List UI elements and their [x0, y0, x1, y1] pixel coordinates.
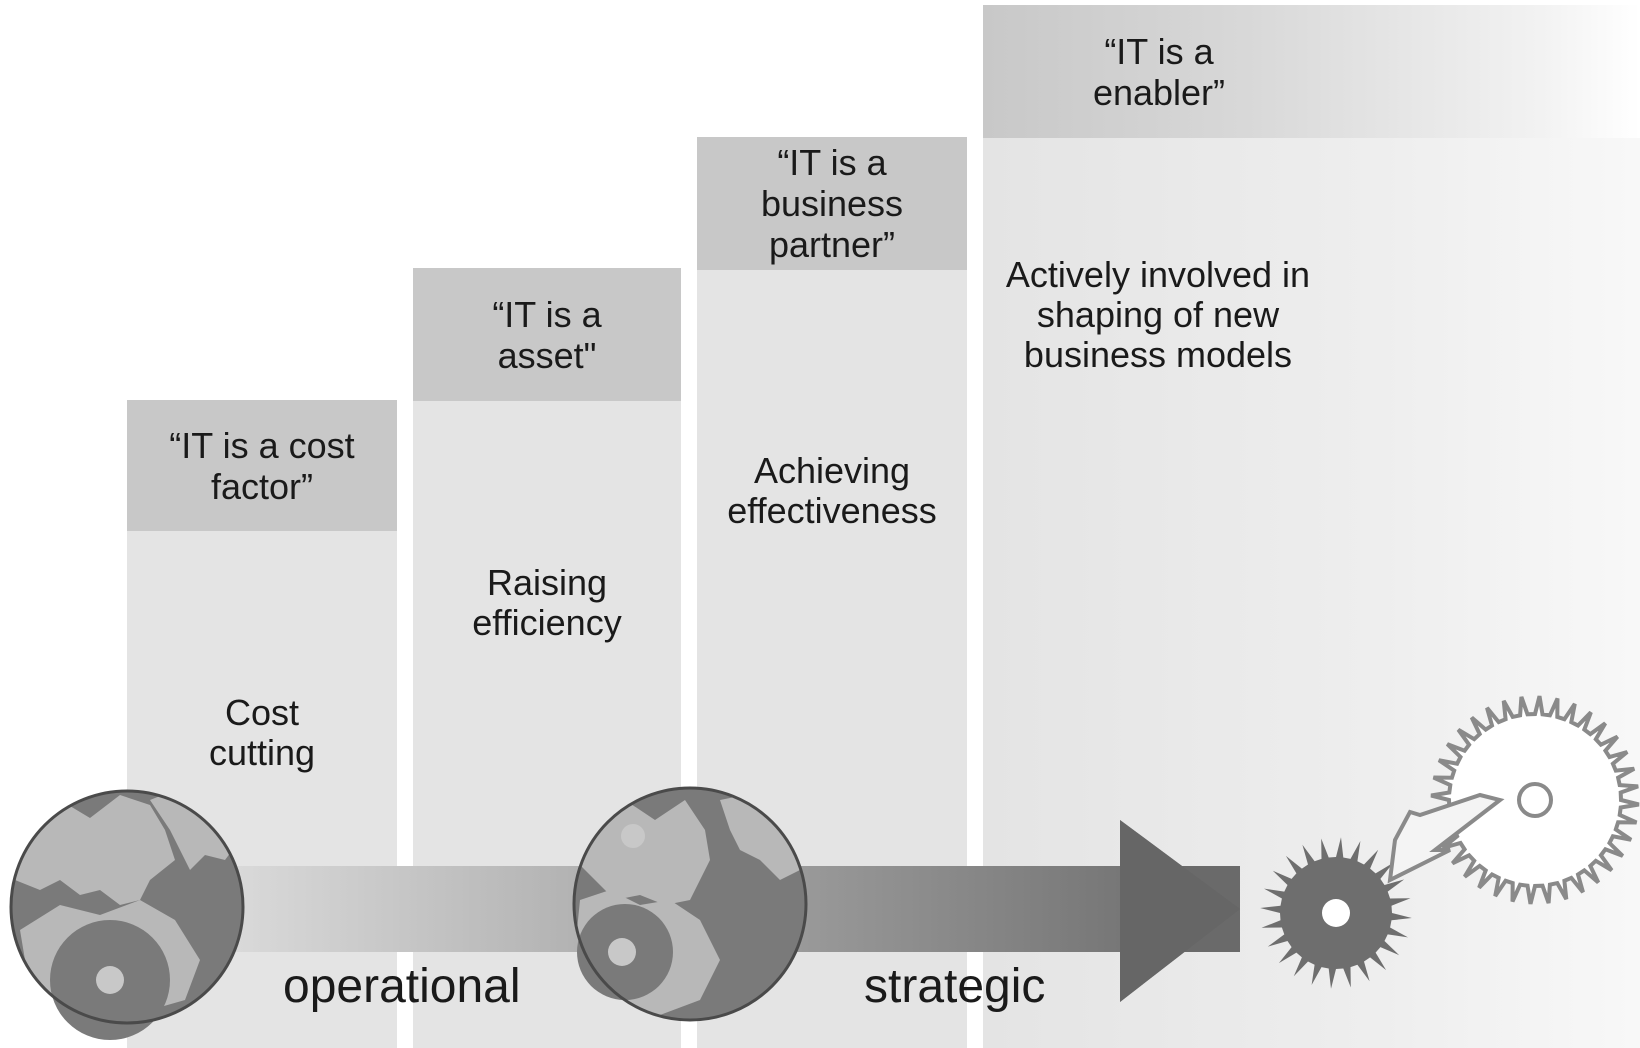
link-arrow-icon — [1387, 792, 1505, 884]
stage-4-description: Actively involved in shaping of new busi… — [1005, 254, 1311, 375]
gear-ball-icon-middle — [572, 786, 808, 1022]
stage-1-description: Cost cutting — [208, 692, 316, 773]
stage-1-heading: “IT is a cost factor” — [127, 400, 397, 531]
gear-icon — [1260, 837, 1412, 989]
gear-outline-icon — [1430, 695, 1640, 905]
stage-2-description: Raising efficiency — [472, 562, 622, 643]
strategic-label: strategic — [864, 960, 1046, 1013]
gear-ball-icon-left — [9, 789, 245, 1040]
stage-3-description: Achieving effectiveness — [727, 450, 937, 531]
stage-2-heading: “IT is a asset" — [413, 268, 681, 401]
stage-4-heading: “IT is a enabler” — [983, 5, 1640, 138]
stage-3-heading: “IT is a business partner” — [697, 137, 967, 270]
operational-label: operational — [283, 960, 521, 1013]
